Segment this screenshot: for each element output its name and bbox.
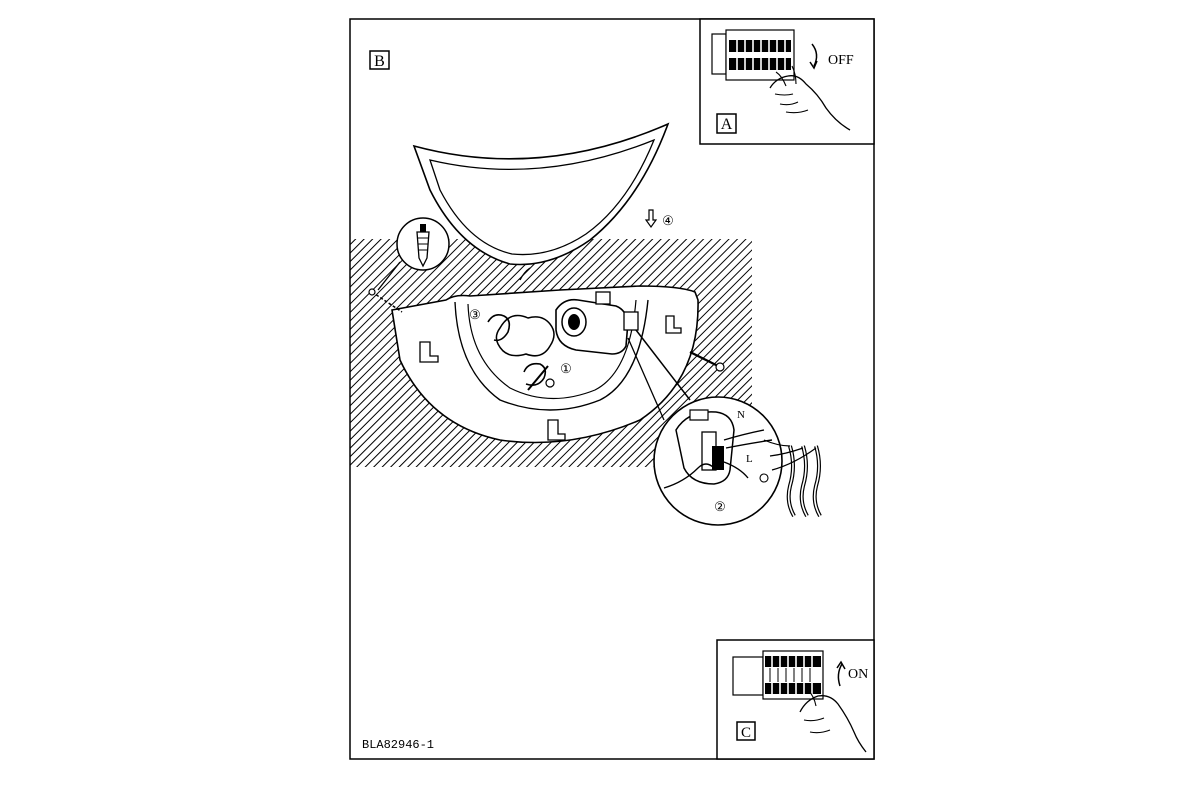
panel-a-label-box: [716, 113, 737, 134]
breaker-on-illustration: [732, 650, 867, 753]
panel-b-label: B: [374, 53, 385, 70]
step-2-label: ②: [714, 499, 726, 514]
breaker-off-illustration: [711, 29, 851, 131]
document-code: BLA82946-1: [362, 738, 434, 752]
supply-cables: [763, 439, 822, 517]
panel-a-label: A: [721, 116, 733, 133]
panel-c-label: C: [741, 725, 751, 741]
breaker-off-text: OFF: [828, 53, 854, 68]
step-4-label: ④: [662, 213, 674, 228]
down-arrow-icon: [644, 209, 658, 229]
screwdriver-1: [527, 365, 549, 391]
panel-b-label-box: [369, 50, 390, 70]
glass-shade: [412, 122, 670, 281]
earth-icon: [759, 473, 769, 483]
rotate-arrow-3: [487, 314, 511, 342]
step-1-label: ①: [560, 361, 572, 376]
lamp-holder: [495, 291, 691, 421]
neutral-wire-label: N: [737, 409, 745, 421]
panel-c-label-box: [736, 721, 756, 741]
breaker-on-text: ON: [848, 667, 868, 682]
wall-plug-callout: [377, 217, 450, 291]
step-3-label: ③: [469, 307, 481, 322]
live-wire-label: L: [746, 453, 753, 465]
wiring-detail-callout: N L: [653, 396, 783, 526]
